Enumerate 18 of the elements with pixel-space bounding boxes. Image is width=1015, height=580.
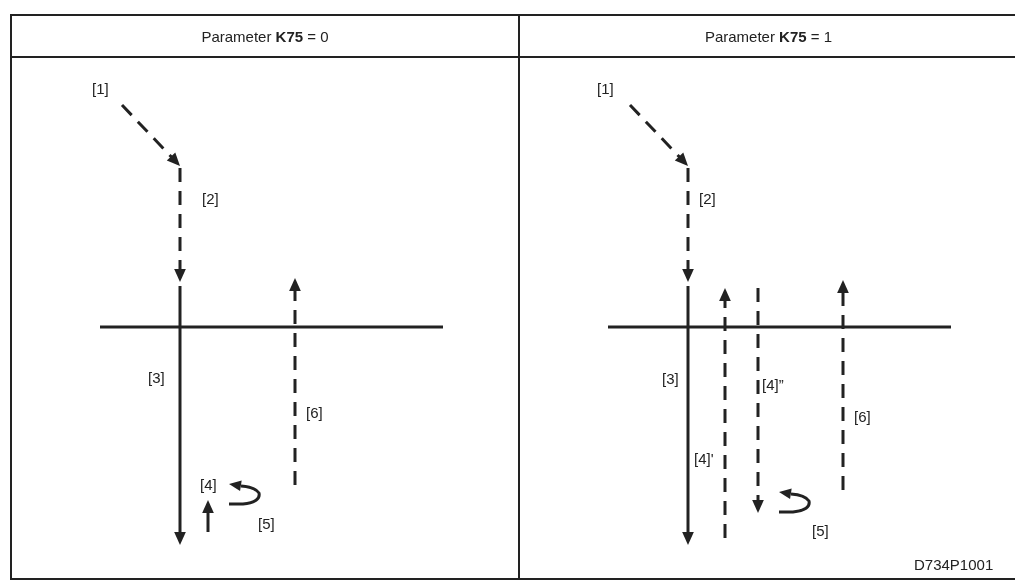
panel-frame [518, 14, 1015, 580]
callout-number: [1] [92, 80, 109, 98]
callout-number: [3] [148, 369, 165, 387]
callout-number: [2] [699, 190, 716, 208]
panel-heading: Parameter K75 = 0 [201, 27, 329, 45]
callout-number: [5] [258, 515, 275, 533]
callout-number: [5] [812, 522, 829, 540]
callout-number: [6] [306, 404, 323, 422]
callout-number: [3] [662, 370, 679, 388]
callout-number: [1] [597, 80, 614, 98]
panel-heading: Parameter K75 = 1 [704, 27, 833, 45]
callout-number: [4] [200, 476, 217, 494]
drawing-number: D734P1001 [914, 556, 994, 574]
callout-number: [6] [854, 408, 871, 426]
panel-frame [10, 14, 520, 580]
callout-number: [2] [202, 190, 219, 208]
callout-number: [4]' [694, 450, 714, 468]
callout-number: [4]” [762, 376, 784, 394]
